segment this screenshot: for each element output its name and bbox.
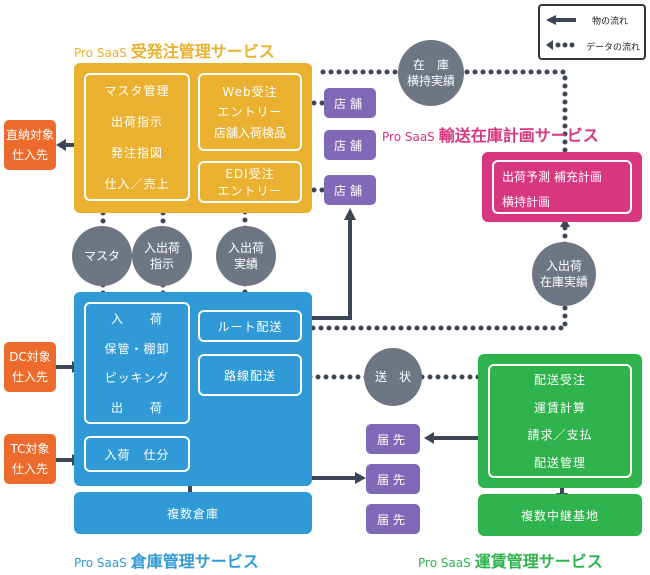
order-item: マスタ管理 (104, 84, 170, 98)
arrival-sorting: 入荷 仕分 (84, 436, 190, 472)
transport-functions: 出荷予測 補充計画 横持計画 (492, 160, 632, 214)
freight-item: 配送受注 (533, 373, 586, 388)
data-flow-legend-icon (546, 40, 575, 50)
freight-item: 運賃計算 (533, 400, 586, 415)
goods-flow-legend-icon (546, 15, 576, 25)
destination-box: 届先 (366, 424, 420, 454)
legend-data-label: データの流れ (586, 43, 641, 53)
warehouse-item: 出 荷 (110, 400, 163, 415)
store-box: 店舗 (324, 130, 376, 160)
shipping-result-circle: 入出荷実績 (216, 226, 276, 286)
direct-vendor: 直納対象仕入先 (4, 120, 56, 170)
shipping-instruction-circle: 入出荷指示 (132, 226, 192, 286)
order-item: 仕入／売上 (104, 177, 170, 191)
dc-vendor: DC対象仕入先 (4, 342, 56, 392)
data-flow-inventory (302, 222, 568, 331)
relay-hubs: 複数中継基地 (478, 494, 642, 536)
data-flow-stock (315, 69, 568, 153)
master-circle: マスタ (72, 226, 132, 286)
warehouse-item: 入 荷 (110, 312, 163, 327)
freight-panel: 配送受注 運賃計算 請求／支払 配送管理 (478, 354, 642, 488)
store-box: 店舗 (324, 88, 376, 118)
order-item: 出荷指示 (110, 115, 163, 129)
invoice-circle: 送 状 (364, 348, 422, 406)
freight-functions: 配送受注 運賃計算 請求／支払 配送管理 (488, 364, 632, 478)
order-item: 発注指図 (110, 146, 163, 160)
edi-order-entry: EDI受注 エントリー (198, 161, 302, 203)
transport-panel: 出荷予測 補充計画 横持計画 (482, 152, 642, 222)
route-delivery: ルート配送 (198, 310, 302, 342)
freight-item: 配送管理 (533, 455, 586, 470)
warehouse-item: ピッキング (104, 371, 170, 386)
order-functions: マスタ管理 出荷指示 発注指図 仕入／売上 (84, 73, 190, 201)
warehouse-functions: 入 荷 保管・棚卸 ピッキング 出 荷 (84, 302, 190, 424)
legend: 物の流れ データの流れ (538, 4, 646, 60)
warehouse-item: 保管・棚卸 (104, 341, 170, 356)
inventory-result-circle: 入出荷在庫実績 (532, 242, 596, 306)
web-order-entry: Web受注 エントリー 店舗入荷検品 (198, 73, 302, 151)
multi-warehouse: 複数倉庫 (74, 492, 312, 534)
store-box: 店舗 (324, 175, 376, 205)
destination-box: 届先 (366, 464, 420, 494)
legend-goods-label: 物の流れ (592, 17, 629, 27)
goods-route-to-store (302, 215, 352, 320)
order-panel: マスタ管理 出荷指示 発注指図 仕入／売上 Web受注 エントリー 店舗入荷検品… (74, 63, 312, 213)
line-delivery: 路線配送 (198, 354, 302, 396)
destination-box: 届先 (366, 504, 420, 534)
warehouse-panel: 入 荷 保管・棚卸 ピッキング 出 荷 入荷 仕分 ルート配送 路線配送 (74, 292, 312, 486)
freight-item: 請求／支払 (527, 428, 593, 443)
stock-transfer-circle: 在 庫横持実績 (398, 40, 464, 106)
tc-vendor: TC対象仕入先 (4, 434, 56, 484)
